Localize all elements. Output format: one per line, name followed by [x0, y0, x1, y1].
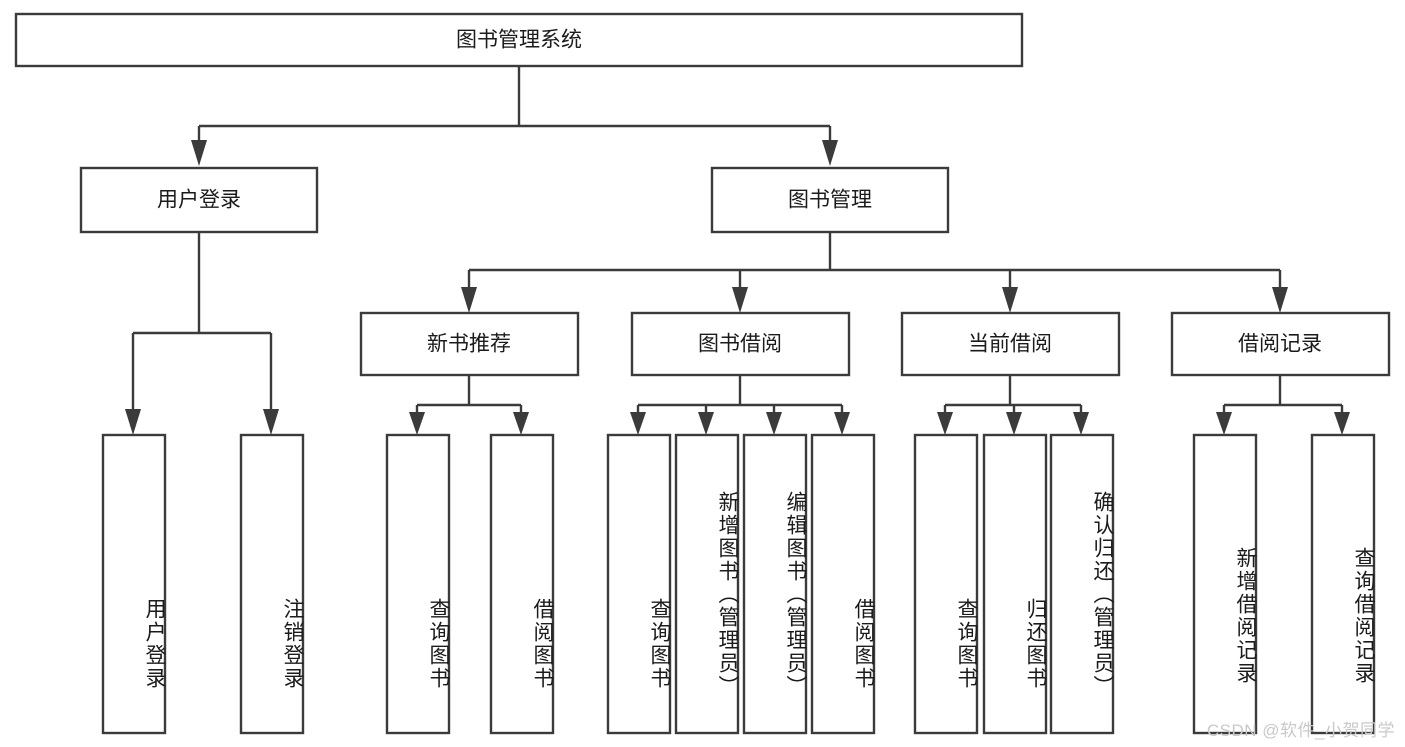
- connectors-book-manage-to-level3: [461, 232, 1288, 313]
- arrowhead-leaf-edit-book: [766, 412, 782, 435]
- node-book-manage-label: 图书管理: [788, 189, 872, 212]
- leaf-query-book-2-box[interactable]: [606, 433, 672, 735]
- connectors-book-borrow-to-leaves: [630, 375, 850, 435]
- arrowhead-leaf-query-book-1: [409, 412, 425, 435]
- arrowhead-leaf-add-record: [1216, 412, 1232, 435]
- leaf-query-record-box[interactable]: [1310, 433, 1376, 735]
- connectors-user-login-to-leaves: [125, 232, 279, 435]
- leaf-borrow-book-1-box[interactable]: [489, 433, 555, 735]
- leaf-edit-book-box[interactable]: [742, 433, 808, 735]
- arrowhead-leaf-borrow-book-2: [834, 412, 850, 435]
- arrowhead-borrow-record: [1272, 287, 1288, 313]
- node-user-login-box[interactable]: [79, 166, 319, 234]
- arrowhead-leaf-return-book: [1006, 412, 1022, 435]
- connectors-new-book-recommend-to-leaves: [409, 375, 529, 435]
- node-user-login[interactable]: 用户登录: [79, 166, 319, 234]
- arrowhead-current-borrow: [1002, 287, 1018, 313]
- arrowhead-leaf-logout-login: [263, 409, 279, 435]
- connectors-current-borrow-to-leaves: [937, 375, 1089, 435]
- arrowhead-leaf-confirm-return: [1073, 412, 1089, 435]
- leaf-return-book-box[interactable]: [982, 433, 1048, 735]
- node-borrow-record[interactable]: 借阅记录: [1170, 311, 1391, 377]
- node-current-borrow[interactable]: 当前借阅: [900, 311, 1121, 377]
- node-root[interactable]: 图书管理系统: [14, 12, 1024, 68]
- arrowhead-book-manage: [822, 140, 838, 166]
- node-borrow-record-label: 借阅记录: [1238, 333, 1322, 356]
- leaf-user-login-box[interactable]: [101, 433, 167, 735]
- node-book-manage-box[interactable]: [710, 166, 950, 234]
- arrowhead-new-book-recommend: [461, 287, 477, 313]
- node-book-borrow-box[interactable]: [630, 311, 851, 377]
- node-new-book-recommend-box[interactable]: [359, 311, 580, 377]
- arrowhead-leaf-add-book: [698, 412, 714, 435]
- leaf-add-book-box[interactable]: [674, 433, 740, 735]
- connectors-root-to-level2: [191, 66, 838, 166]
- node-book-manage[interactable]: 图书管理: [710, 166, 950, 234]
- arrowhead-leaf-borrow-book-1: [513, 412, 529, 435]
- leaf-confirm-return-box[interactable]: [1049, 433, 1115, 735]
- leaf-logout-login-box[interactable]: [239, 433, 305, 735]
- node-root-box[interactable]: [14, 12, 1024, 68]
- leaf-add-record-box[interactable]: [1192, 433, 1258, 735]
- node-current-borrow-box[interactable]: [900, 311, 1121, 377]
- node-current-borrow-label: 当前借阅: [968, 333, 1052, 356]
- arrowhead-leaf-query-book-3: [937, 412, 953, 435]
- connectors-borrow-record-to-leaves: [1216, 375, 1350, 435]
- node-book-borrow[interactable]: 图书借阅: [630, 311, 851, 377]
- arrowhead-leaf-query-record: [1334, 412, 1350, 435]
- leaf-query-book-3-box[interactable]: [913, 433, 979, 735]
- leaf-query-book-1-box[interactable]: [385, 433, 451, 735]
- node-new-book-recommend-label: 新书推荐: [427, 333, 511, 356]
- arrowhead-leaf-query-book-2: [630, 412, 646, 435]
- arrowhead-leaf-user-login: [125, 409, 141, 435]
- csdn-watermark: CSDN @软件_小贺同学: [1206, 721, 1395, 740]
- arrowhead-book-borrow: [732, 287, 748, 313]
- node-new-book-recommend[interactable]: 新书推荐: [359, 311, 580, 377]
- node-book-borrow-label: 图书借阅: [698, 333, 782, 356]
- node-borrow-record-box[interactable]: [1170, 311, 1391, 377]
- node-user-login-label: 用户登录: [157, 189, 241, 212]
- leaf-boxes: [101, 433, 1376, 735]
- arrowhead-user-login: [191, 140, 207, 166]
- leaf-borrow-book-2-box[interactable]: [810, 433, 876, 735]
- node-root-label: 图书管理系统: [456, 29, 582, 52]
